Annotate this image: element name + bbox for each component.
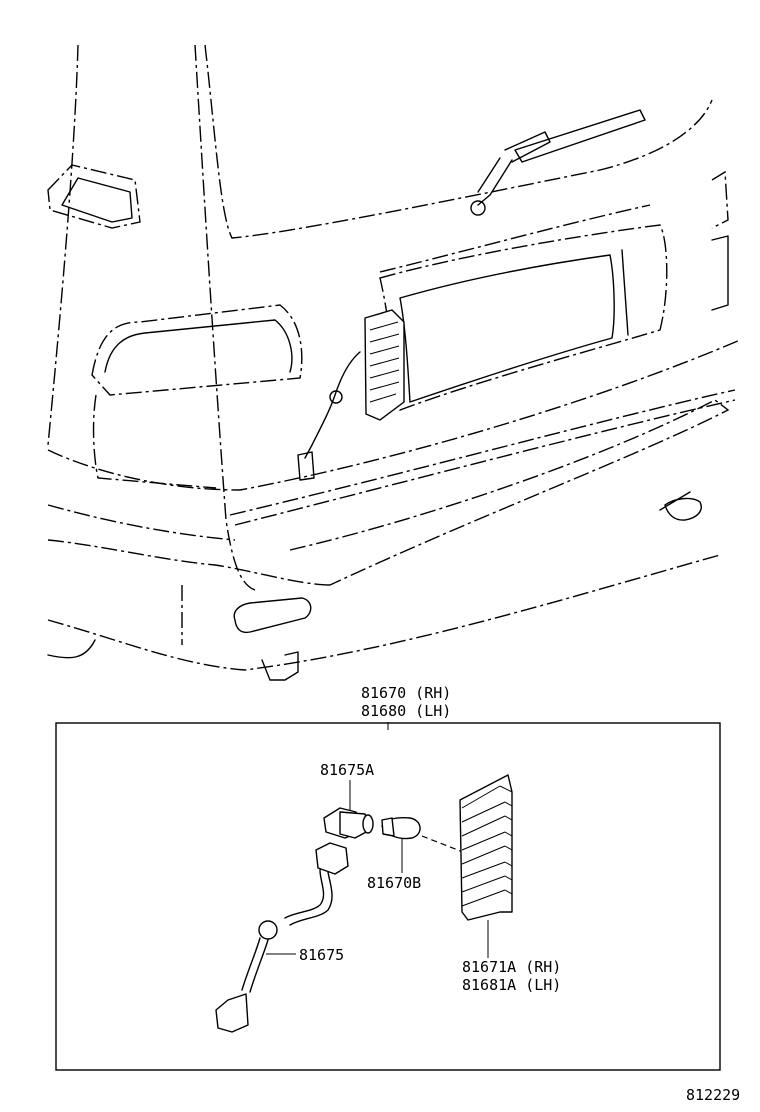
bulb (381, 817, 421, 840)
license-lamp-lens (459, 774, 513, 921)
bulb-socket (323, 807, 374, 839)
wire-harness (215, 842, 349, 1033)
drawing-number: 812229 (686, 1086, 740, 1104)
assembly-part-number-lh: 81680 (LH) (361, 702, 451, 720)
rear-wiper (470, 109, 646, 216)
socket-part-number: 81675A (320, 761, 374, 779)
bulb-part-number: 81670B (367, 874, 421, 892)
lens-part-number-rh: 81671A (RH) (462, 958, 561, 976)
exploded-view-frame (55, 722, 721, 1071)
assembly-part-number-rh: 81670 (RH) (361, 684, 451, 702)
vehicle-rear-outline (47, 44, 741, 681)
installed-license-lamp (297, 309, 405, 481)
wire-part-number: 81675 (299, 946, 344, 964)
lens-part-number-lh: 81681A (LH) (462, 976, 561, 994)
